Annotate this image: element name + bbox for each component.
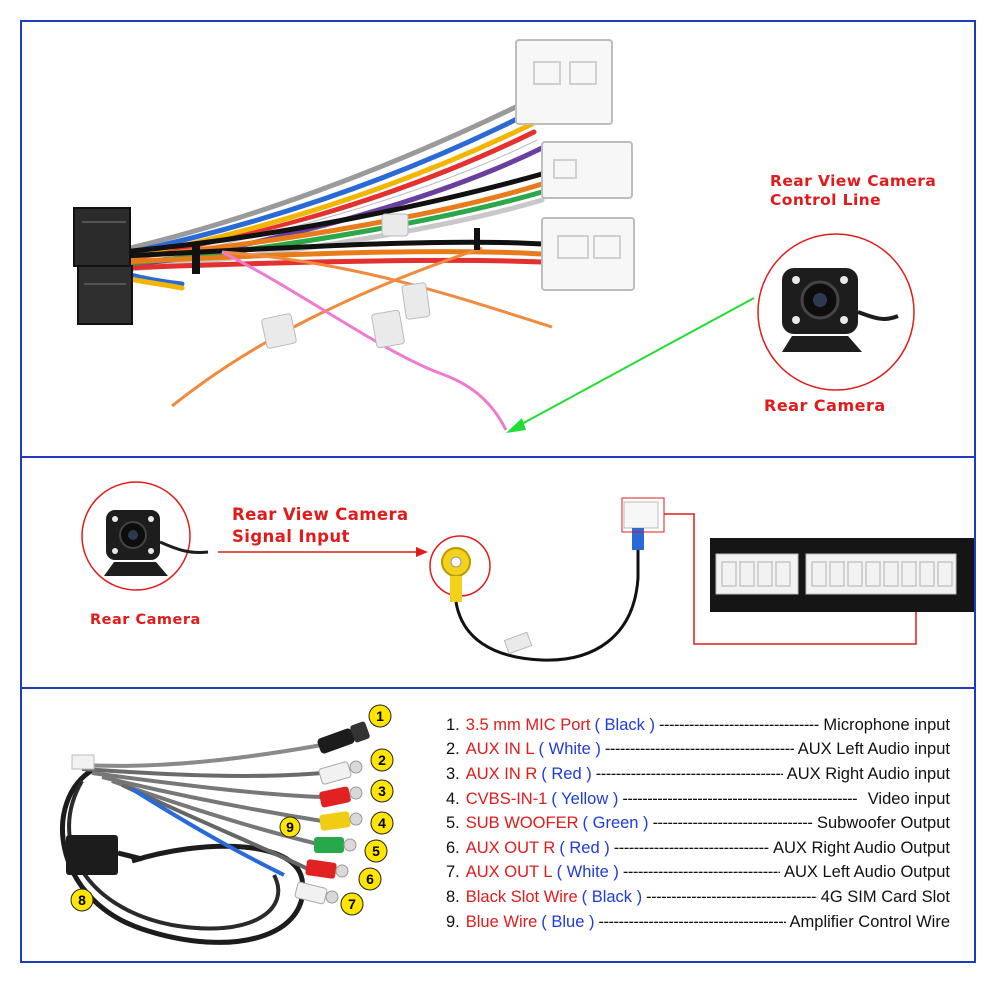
legend-color: ( White ) [538,740,601,759]
legend-color: ( White ) [556,863,619,882]
legend-number: 8. [446,887,460,906]
marker-6: 6 [366,871,374,887]
legend-leader: ----------------------------------------… [598,912,785,931]
legend-name: 3.5 mm MIC Port [465,715,591,734]
legend-item: 9. Blue Wire( Blue )---------------------… [446,910,950,935]
legend-color: ( Red ) [559,838,610,857]
legend-leader: ----------------------------------------… [652,814,813,833]
legend-name: AUX OUT R [465,838,556,857]
legend-item: 4. CVBS-IN-1( Yellow )-------------------… [446,787,950,812]
legend-color: ( Blue ) [541,912,595,931]
legend-leader: ----------------------------------------… [613,838,769,857]
rear-camera-label: Rear Camera [764,396,886,415]
legend-leader: ----------------------------------------… [622,789,858,808]
legend-item: 5. SUB WOOFER( Green )-------------------… [446,811,950,836]
legend-function: Amplifier Control Wire [789,912,950,931]
legend-number: 9. [446,912,460,931]
legend-function: AUX Left Audio input [797,740,950,759]
legend-function: 4G SIM Card Slot [820,887,950,906]
harness-panel: Rear View Camera Control Line Rear Camer… [20,20,976,458]
legend-name: Black Slot Wire [465,887,578,906]
rca-cable-panel: 1 2 3 4 5 6 7 8 9 1.3.5 mm MIC Port( Bla… [20,687,976,963]
legend-name: Blue Wire [465,912,538,931]
legend-item: 6. AUX OUT R( Red )----------------------… [446,836,950,861]
connector-legend: 1.3.5 mm MIC Port( Black )--------------… [446,713,950,934]
legend-leader: ----------------------------------------… [595,764,783,783]
legend-color: ( Black ) [581,887,643,906]
legend-leader: ----------------------------------------… [622,863,780,882]
legend-number: 6. [446,838,460,857]
marker-7: 7 [348,896,356,912]
legend-name: AUX OUT L [465,863,553,882]
legend-number: 1. [446,715,460,734]
legend-item: 1. 3.5 mm MIC Port( Black )--------------… [446,713,950,738]
harness-illustration [73,39,915,433]
legend-number: 4. [446,789,460,808]
legend-leader: ----------------------------------------… [604,740,794,759]
legend-function: AUX Right Audio input [786,764,950,783]
signal-input-illustration [81,481,974,662]
legend-leader: ----------------------------------------… [658,715,819,734]
marker-1: 1 [376,708,384,724]
legend-function: Video input [867,789,950,808]
marker-8: 8 [78,892,86,908]
rear-camera-icon [104,510,209,576]
marker-5: 5 [372,843,380,859]
legend-number: 7. [446,863,460,882]
legend-number: 2. [446,740,460,759]
rear-view-camera-signal-input-label: Rear View Camera Signal Input [232,505,409,546]
legend-color: ( Green ) [582,814,649,833]
legend-function: AUX Right Audio Output [772,838,950,857]
rear-camera-label: Rear Camera [90,612,201,628]
marker-3: 3 [378,783,386,799]
legend-name: CVBS-IN-1 [465,789,548,808]
rear-camera-icon [782,268,899,352]
legend-function: Subwoofer Output [817,814,950,833]
legend-name: AUX IN R [465,764,538,783]
legend-number: 3. [446,764,460,783]
number-markers: 1 2 3 4 5 6 7 8 9 [70,704,394,916]
legend-item: 2. AUX IN L( White )---------------------… [446,738,950,763]
legend-item: 8. Black Slot Wire( Black )--------------… [446,885,950,910]
legend-function: AUX Left Audio Output [783,863,950,882]
legend-color: ( Yellow ) [551,789,619,808]
legend-number: 5. [446,814,460,833]
rear-view-camera-control-line-label: Rear View Camera Control Line [770,172,937,209]
legend-color: ( Black ) [594,715,655,734]
marker-2: 2 [378,752,386,768]
legend-item: 3. AUX IN R( Red )-----------------------… [446,762,950,787]
legend-name: AUX IN L [465,740,535,759]
legend-function: Microphone input [823,715,950,734]
legend-leader: ----------------------------------------… [646,887,817,906]
marker-4: 4 [378,815,386,831]
rca-cable-illustration: 1 2 3 4 5 6 7 8 9 [60,704,394,945]
legend-name: SUB WOOFER [465,814,579,833]
legend-item: 7. AUX OUT L( White )--------------------… [446,861,950,886]
legend-color: ( Red ) [541,764,592,783]
marker-9: 9 [286,819,294,835]
signal-input-panel: Rear View Camera Signal Input Rear Camer… [20,456,976,689]
